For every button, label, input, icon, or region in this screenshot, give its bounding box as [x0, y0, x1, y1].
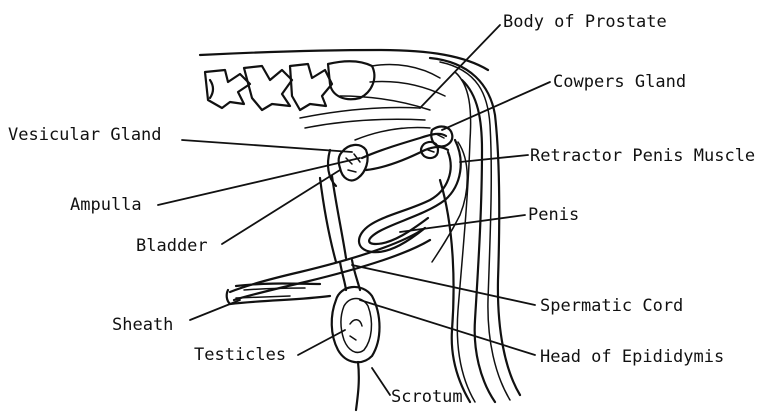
vertebrae [205, 61, 445, 110]
label-spermatic-cord: Spermatic Cord [540, 296, 683, 316]
label-penis: Penis [528, 205, 579, 225]
label-ampulla: Ampulla [70, 195, 142, 215]
penis-sigmoid [230, 140, 467, 300]
label-sheath: Sheath [112, 315, 173, 335]
label-scrotum: Scrotum [391, 387, 463, 407]
label-testicles: Testicles [194, 345, 286, 365]
label-retractor-penis-muscle: Retractor Penis Muscle [530, 146, 755, 166]
testicle-scrotum [332, 260, 380, 410]
accessory-glands [339, 127, 453, 181]
label-bladder: Bladder [136, 236, 208, 256]
label-cowpers-gland: Cowpers Gland [553, 72, 686, 92]
label-vesicular-gland: Vesicular Gland [8, 125, 162, 145]
label-body-of-prostate: Body of Prostate [503, 12, 667, 32]
labels: Body of Prostate Cowpers Gland Vesicular… [8, 12, 755, 407]
pelvic-lines [300, 107, 430, 140]
label-head-of-epididymis: Head of Epididymis [540, 347, 724, 367]
